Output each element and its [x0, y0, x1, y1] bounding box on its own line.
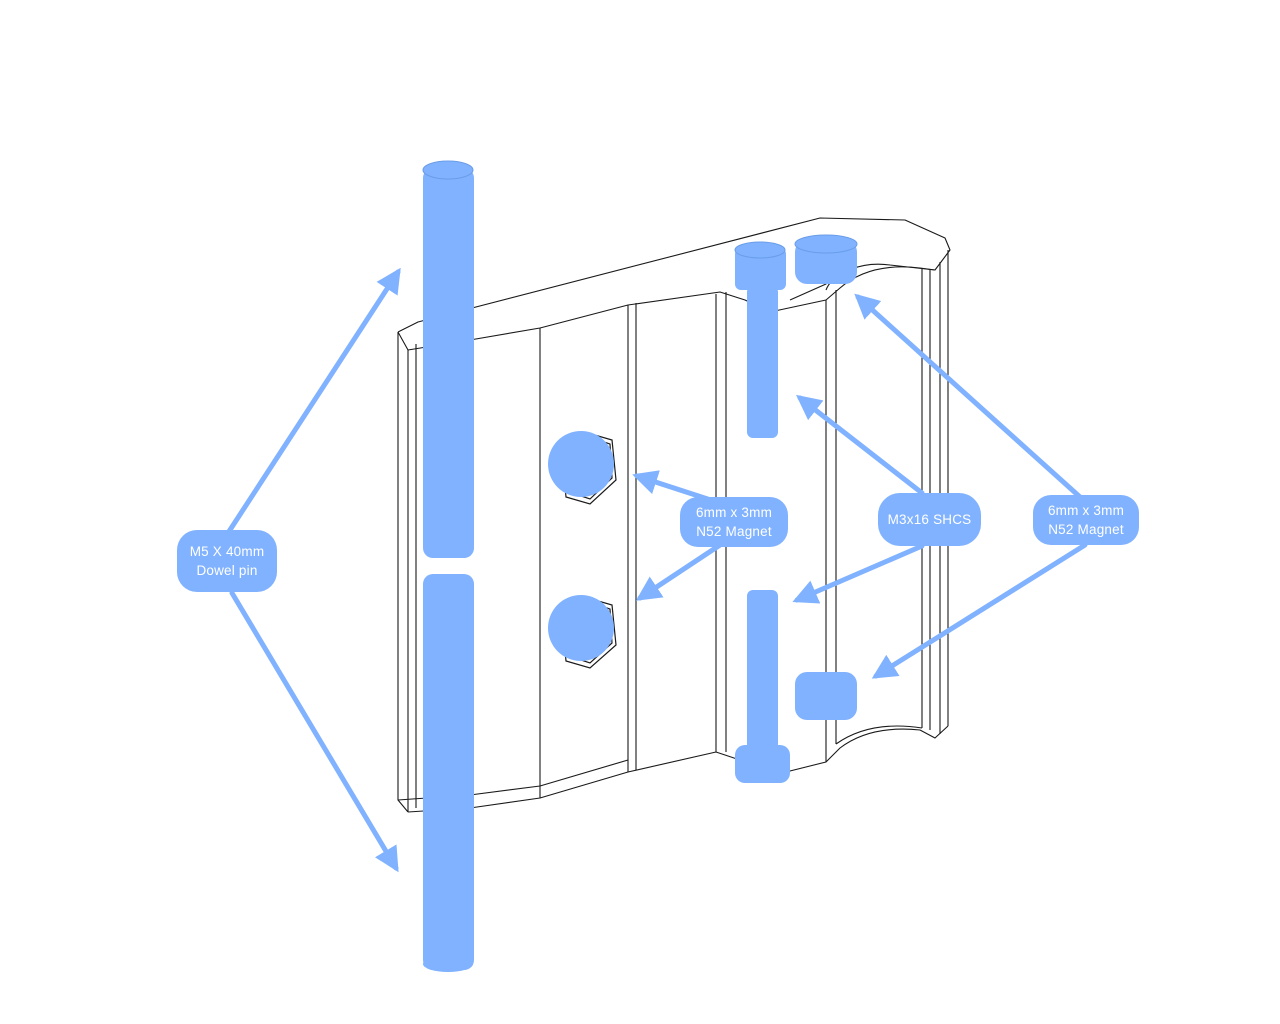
- callout-dowel-pin: M5 X 40mm Dowel pin: [177, 530, 277, 592]
- arrow-dowel-top: [225, 267, 401, 536]
- callout-dowel-line1: M5 X 40mm: [189, 544, 265, 559]
- callout-magnet-left-line1: 6mm x 3mm: [695, 505, 773, 520]
- callout-screw: M3x16 SHCS: [878, 493, 981, 546]
- callout-arrows: [225, 267, 1088, 873]
- screw-lower: [735, 590, 790, 783]
- callout-magnet-right-line1: 6mm x 3mm: [1047, 503, 1125, 518]
- arrow-dowel-bottom: [229, 590, 399, 873]
- magnet-lower-left: [548, 595, 614, 661]
- arrow-screw-upper: [796, 394, 925, 496]
- arrow-screw-lower: [792, 543, 925, 604]
- callout-magnet-left: 6mm x 3mm N52 Magnet: [680, 497, 788, 547]
- magnet-top-right: [794, 234, 858, 284]
- dowel-pin: [422, 160, 474, 972]
- callout-dowel-line2: Dowel pin: [196, 563, 258, 578]
- arrow-magnet-lower: [635, 542, 723, 601]
- callout-magnet-right: 6mm x 3mm N52 Magnet: [1033, 495, 1139, 545]
- arrow-magnet-bottom-right: [871, 542, 1088, 679]
- callout-magnet-right-line2: N52 Magnet: [1048, 522, 1124, 537]
- screw-upper: [734, 241, 786, 438]
- magnet-upper-left: [548, 431, 614, 497]
- magnet-bottom-right: [795, 672, 857, 720]
- arrow-magnet-top-right: [854, 293, 1083, 500]
- callout-screw-line1: M3x16 SHCS: [887, 512, 972, 527]
- callout-magnet-left-line2: N52 Magnet: [696, 524, 772, 539]
